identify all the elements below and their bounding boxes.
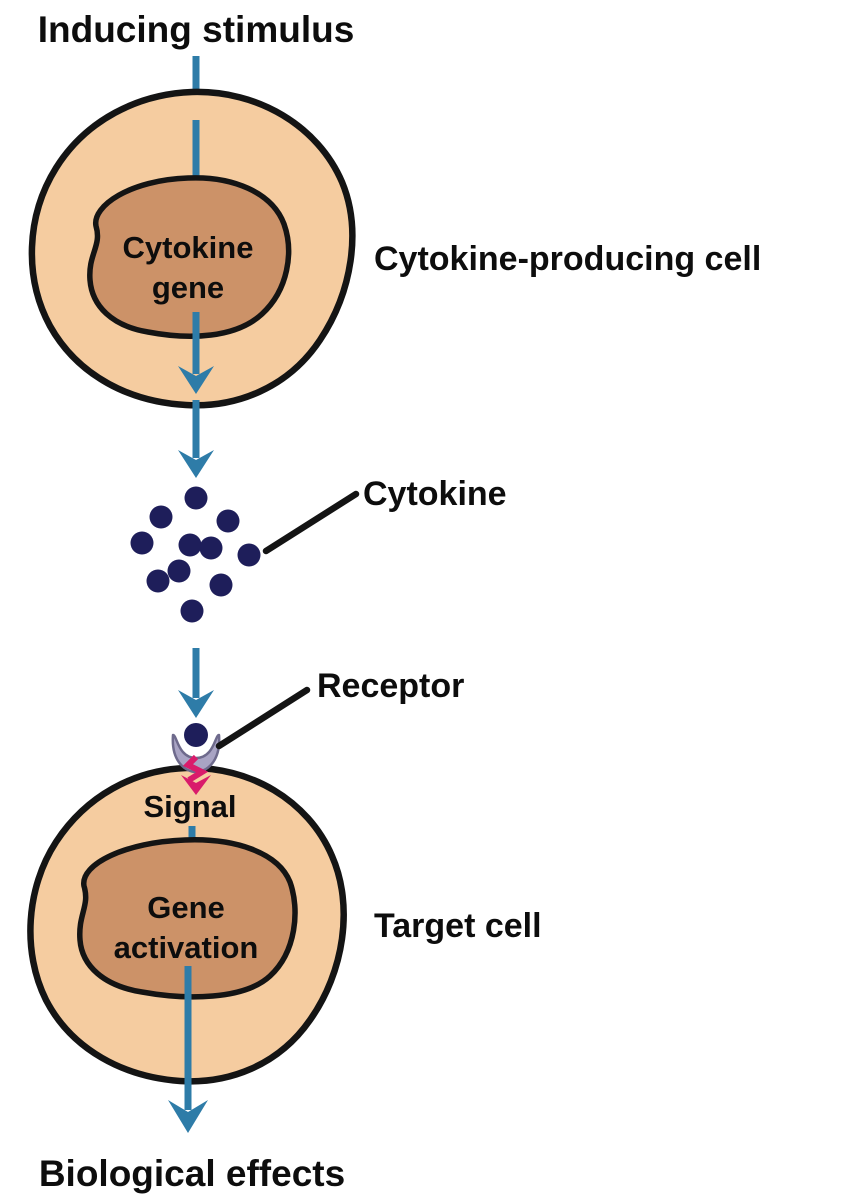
label-cytokine-gene-line1: Cytokine (123, 230, 254, 265)
cytokine-dot (178, 533, 202, 557)
label-gene-activation-line1: Gene (147, 890, 225, 925)
label-cytokine-gene-line2: gene (152, 270, 224, 305)
receptor-bound-cytokine (184, 723, 208, 747)
receptor (171, 723, 221, 774)
arrow-cell-to-cytokine (178, 400, 214, 478)
receptor-cup (171, 733, 221, 774)
arrow-cytokine-to-receptor (178, 648, 214, 718)
cytokine-dot (237, 543, 261, 567)
cytokine-dot (130, 531, 154, 555)
cytokine-dot (216, 509, 240, 533)
cytokine-gene-nucleus (87, 175, 292, 339)
label-gene-activation-line2: activation (114, 930, 259, 965)
arrow-signal-zigzag (181, 754, 211, 795)
cytokine-dot (184, 486, 208, 510)
cytokine-dot (149, 505, 173, 529)
label-biological-effects: Biological effects (39, 1153, 345, 1194)
nucleus-shape-producing (87, 175, 292, 339)
label-receptor: Receptor (317, 667, 464, 705)
nucleus-shape-target (77, 837, 298, 1000)
leader-line-cytokine (262, 490, 360, 555)
arrow-nucleus-to-effects (168, 966, 208, 1133)
cytokine-dot (167, 559, 191, 583)
label-cytokine-producing-cell: Cytokine-producing cell (374, 240, 761, 278)
cytokine-dot (146, 569, 170, 593)
gene-activation-nucleus (77, 837, 298, 1000)
cytokine-dot (199, 536, 223, 560)
label-target-cell: Target cell (374, 907, 542, 945)
cytokine-molecules (130, 486, 261, 623)
arrow-nucleus-out (178, 312, 214, 394)
leader-line-receptor (215, 686, 311, 750)
label-inducing-stimulus: Inducing stimulus (38, 9, 355, 50)
label-signal: Signal (143, 789, 236, 824)
cytokine-dot (180, 599, 204, 623)
cytokine-dot (209, 573, 233, 597)
label-cytokine: Cytokine (363, 475, 507, 513)
